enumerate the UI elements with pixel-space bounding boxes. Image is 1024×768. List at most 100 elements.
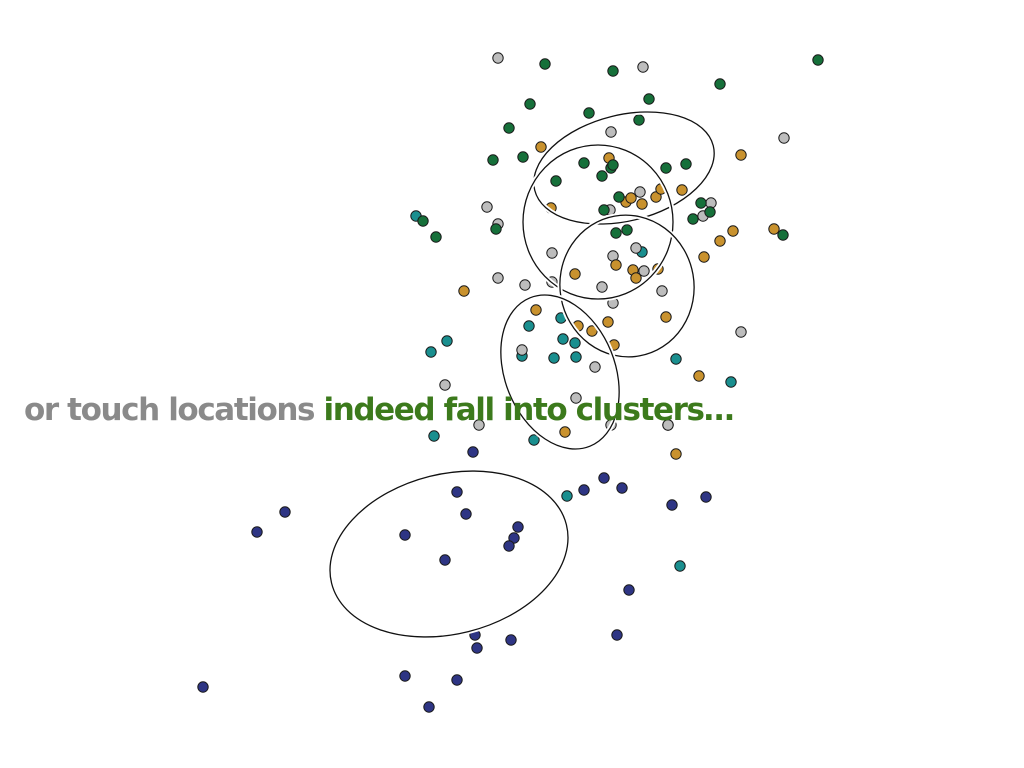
data-point-navy [578,484,590,496]
data-point-green [503,122,515,134]
data-point-orange [630,272,642,284]
data-point-gray [662,419,674,431]
data-point-navy [197,681,209,693]
data-point-orange [670,448,682,460]
data-point-orange [660,311,672,323]
cluster-ellipse [329,470,569,638]
data-point-gray [492,52,504,64]
data-point-green [680,158,692,170]
data-point-orange [569,268,581,280]
data-point-green [487,154,499,166]
data-point-navy [512,521,524,533]
data-point-orange [530,304,542,316]
data-point-teal [570,351,582,363]
data-point-teal [528,434,540,446]
data-point-green [607,159,619,171]
data-point-green [621,224,633,236]
data-point-navy [439,554,451,566]
data-point-orange [586,325,598,337]
cluster-ellipse [533,111,715,225]
data-point-teal [523,320,535,332]
data-point-navy [503,540,515,552]
data-point-teal [441,335,453,347]
data-point-green [430,231,442,243]
data-point-green [524,98,536,110]
data-point-orange [650,191,662,203]
data-point-gray [778,132,790,144]
data-point-gray [439,379,451,391]
data-point-navy [616,482,628,494]
data-point-green [643,93,655,105]
data-point-orange [693,370,705,382]
data-point-navy [451,486,463,498]
data-point-green [613,191,625,203]
data-point-green [610,227,622,239]
data-points [197,52,824,713]
data-point-navy [399,529,411,541]
data-point-navy [505,634,517,646]
data-point-orange [698,251,710,263]
data-point-green [607,65,619,77]
data-point-teal [548,352,560,364]
data-point-green [578,157,590,169]
data-point-green [695,197,707,209]
data-point-green [550,175,562,187]
data-point-green [633,114,645,126]
data-point-navy [251,526,263,538]
data-point-green [490,223,502,235]
data-point-gray [656,285,668,297]
data-point-orange [714,235,726,247]
data-point-gray [589,361,601,373]
data-point-green [417,215,429,227]
data-point-orange [602,316,614,328]
data-point-orange [636,198,648,210]
data-point-green [596,170,608,182]
data-point-gray [735,326,747,338]
data-point-teal [725,376,737,388]
data-point-gray [570,392,582,404]
data-point-orange [676,184,688,196]
data-point-orange [727,225,739,237]
data-point-gray [481,201,493,213]
cluster-ellipse [500,294,620,450]
data-point-gray [473,419,485,431]
data-point-navy [399,670,411,682]
data-point-teal [569,337,581,349]
data-point-orange [610,259,622,271]
data-point-orange [458,285,470,297]
data-point-orange [735,149,747,161]
data-point-green [687,213,699,225]
data-point-orange [535,141,547,153]
data-point-green [714,78,726,90]
data-point-orange [559,426,571,438]
data-point-gray [638,265,650,277]
cluster-ellipse-halo [327,468,571,640]
data-point-green [777,229,789,241]
data-point-teal [561,490,573,502]
data-point-gray [519,279,531,291]
data-point-green [517,151,529,163]
cluster-ellipses [327,109,717,640]
data-point-green [812,54,824,66]
data-point-navy [423,701,435,713]
data-point-green [660,162,672,174]
data-point-navy [467,446,479,458]
data-point-teal [428,430,440,442]
data-point-orange [625,192,637,204]
cluster-ellipse [522,144,674,300]
data-point-navy [279,506,291,518]
data-point-green [583,107,595,119]
data-point-navy [460,508,472,520]
data-point-gray [596,281,608,293]
data-point-green [598,204,610,216]
data-point-green [704,206,716,218]
data-point-gray [637,61,649,73]
data-point-orange [768,223,780,235]
data-point-teal [557,333,569,345]
caption-prefix: or touch locations [24,392,315,428]
slide-caption: or touch locations indeed fall into clus… [24,388,735,432]
data-point-navy [700,491,712,503]
data-point-green [539,58,551,70]
data-point-navy [611,629,623,641]
